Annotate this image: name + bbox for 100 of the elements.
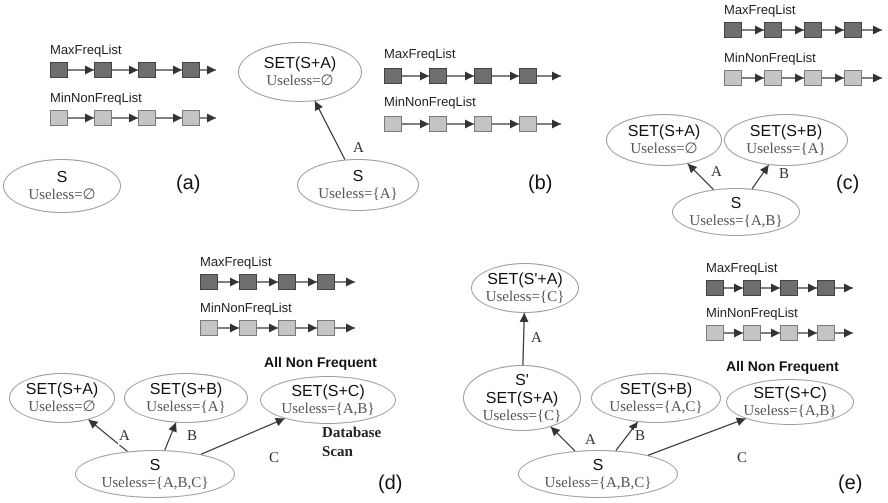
list-node-square xyxy=(239,274,257,290)
list-node-square xyxy=(278,274,296,290)
useless-set-text: Useless={A,B} xyxy=(689,212,783,230)
arrow xyxy=(835,284,853,292)
list-node-square xyxy=(94,62,112,78)
list-node-square xyxy=(200,274,218,290)
arrow xyxy=(156,114,182,122)
arrow xyxy=(615,422,638,451)
list-node-square xyxy=(724,70,742,86)
node-title: S xyxy=(352,168,364,186)
arrow xyxy=(257,324,278,332)
arrow xyxy=(761,284,780,292)
arrow xyxy=(742,26,764,34)
list-title: MaxFreqList xyxy=(384,46,456,61)
node-title: SET(S+A) xyxy=(628,122,700,140)
useless-set-text: Useless={C} xyxy=(486,288,564,306)
useless-set-text: Useless={A,B} xyxy=(281,400,375,418)
node-title: SET(S+B) xyxy=(620,380,692,398)
arrow xyxy=(782,74,804,82)
list-node-square xyxy=(384,116,402,132)
arrow xyxy=(862,74,882,82)
arrow xyxy=(492,72,519,80)
node-title: SET(S+C) xyxy=(291,382,365,400)
panel-label: (b) xyxy=(528,172,552,195)
list-title: MinNonFreqList xyxy=(384,94,476,109)
list-node-square xyxy=(519,68,537,84)
useless-set-text: Useless={A,B,C} xyxy=(544,474,652,492)
arrow xyxy=(335,278,355,286)
list-node-square xyxy=(384,68,402,84)
node-title: S xyxy=(592,456,604,474)
arrow xyxy=(402,120,429,128)
annotation-text: Database Scan xyxy=(322,424,382,462)
arrow xyxy=(822,74,844,82)
node-title: S xyxy=(150,456,160,474)
arrow xyxy=(200,66,216,74)
list-node-square xyxy=(182,110,200,126)
node-title: SET(S+B) xyxy=(150,380,222,398)
list-node-square xyxy=(50,62,68,78)
list-node-square xyxy=(138,110,156,126)
useless-set-text: Useless=∅ xyxy=(266,72,334,90)
useless-set-text: Useless={C} xyxy=(482,408,562,424)
arrow xyxy=(296,278,317,286)
list-node-square xyxy=(317,274,335,290)
arrow xyxy=(648,418,746,456)
node-title: SET(S+B) xyxy=(750,122,822,140)
arrow xyxy=(782,26,804,34)
list-node-square xyxy=(804,22,822,38)
node-title: S' xyxy=(515,372,529,390)
list-node-square xyxy=(780,325,798,341)
node-heading: All Non Frequent xyxy=(264,354,377,370)
list-node-square xyxy=(182,62,200,78)
list-title: MaxFreqList xyxy=(200,254,272,269)
arrow xyxy=(537,120,561,128)
panel-label: (d) xyxy=(378,472,402,495)
arrow xyxy=(687,163,714,190)
list-node-square xyxy=(429,68,447,84)
useless-set-text: Useless=∅ xyxy=(28,398,96,416)
arrow xyxy=(296,324,317,332)
node-heading: All Non Frequent xyxy=(726,358,839,374)
list-node-square xyxy=(764,70,782,86)
node-title: SET(S'+A) xyxy=(487,270,563,288)
list-title: MinNonFreqList xyxy=(706,305,798,320)
list-title: MinNonFreqList xyxy=(200,300,292,315)
list-node-square xyxy=(239,320,257,336)
arrow xyxy=(752,164,770,190)
arrow xyxy=(68,114,94,122)
arrow xyxy=(550,426,576,452)
node-title: SET(S+C) xyxy=(753,384,827,402)
list-node-square xyxy=(706,280,724,296)
list-title: MaxFreqList xyxy=(724,2,796,17)
list-node-square xyxy=(817,280,835,296)
arrow xyxy=(156,66,182,74)
list-node-square xyxy=(743,325,761,341)
arrow xyxy=(492,120,519,128)
list-node-square xyxy=(724,22,742,38)
arrow xyxy=(798,284,817,292)
arrow xyxy=(335,324,355,332)
arrow xyxy=(402,72,429,80)
arrow xyxy=(112,114,138,122)
list-node-square xyxy=(844,22,862,38)
arrow xyxy=(520,312,529,366)
arrow xyxy=(835,328,853,338)
list-title: MaxFreqList xyxy=(706,260,778,275)
arrow xyxy=(218,324,239,332)
node-title: SET(S+A) xyxy=(264,54,336,72)
list-node-square xyxy=(817,325,835,341)
list-node-square xyxy=(764,22,782,38)
list-node-square xyxy=(844,70,862,86)
useless-set-text: Useless={A} xyxy=(318,186,398,202)
useless-set-text: Useless=∅ xyxy=(28,186,96,204)
list-node-square xyxy=(138,62,156,78)
useless-set-text: Useless=∅ xyxy=(630,140,698,158)
node-title: SET(S+A) xyxy=(26,380,98,398)
list-node-square xyxy=(50,110,68,126)
arrow xyxy=(314,100,346,160)
list-node-square xyxy=(474,68,492,84)
list-title: MinNonFreqList xyxy=(50,90,142,105)
useless-set-text: Useless={A} xyxy=(746,140,826,158)
node-title: SET(S+A) xyxy=(486,390,558,408)
arrow xyxy=(724,328,743,338)
